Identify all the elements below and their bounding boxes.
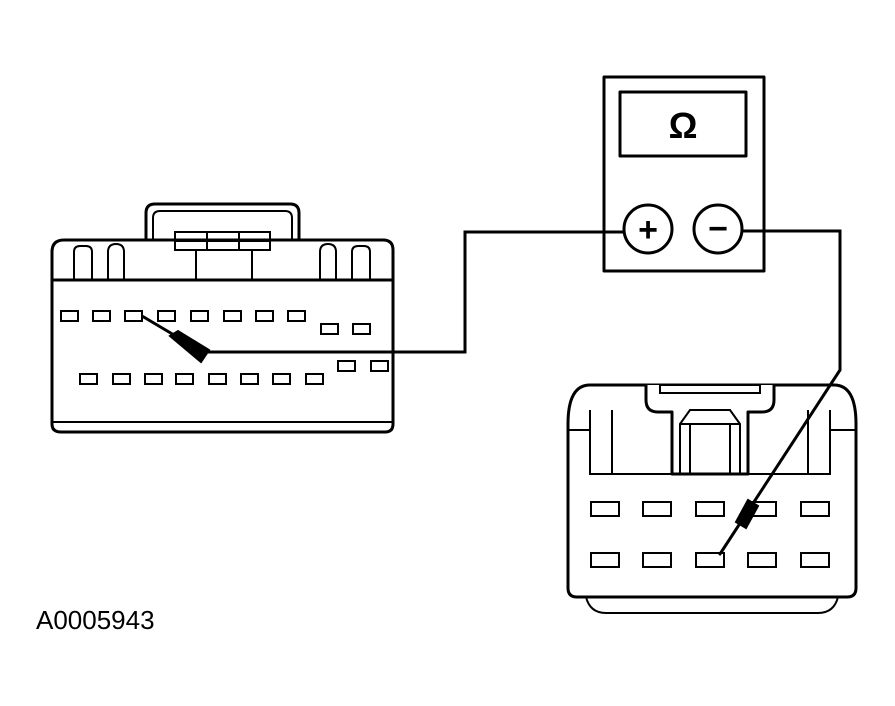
pin — [112, 373, 131, 385]
left-connector-pins-row-1 — [60, 310, 371, 335]
pin — [352, 323, 371, 335]
right-connector-body — [566, 383, 858, 599]
pin — [223, 310, 242, 322]
negative-terminal-label: − — [708, 210, 728, 248]
figure-id: A0005943 — [36, 605, 155, 635]
positive-terminal[interactable] — [622, 203, 674, 255]
negative-test-lead — [718, 229, 842, 556]
pin — [92, 310, 111, 322]
positive-test-lead — [204, 230, 626, 354]
pin — [642, 501, 672, 517]
pin — [305, 373, 324, 385]
ohmmeter: Ω + − — [602, 75, 766, 273]
pin — [79, 373, 98, 385]
left-connector — [50, 202, 395, 434]
left-connector-rib — [107, 242, 125, 280]
pin — [157, 310, 176, 322]
pin — [60, 310, 79, 322]
pin — [255, 310, 274, 322]
pin — [240, 373, 259, 385]
pin — [747, 552, 777, 568]
pin — [590, 552, 620, 568]
left-connector-rib — [319, 242, 337, 280]
pin — [144, 373, 163, 385]
pin — [590, 501, 620, 517]
left-connector-rib — [351, 245, 371, 280]
negative-terminal[interactable] — [692, 203, 744, 255]
left-connector-pins-row-2 — [79, 360, 389, 385]
pin — [370, 360, 389, 372]
pin — [208, 373, 227, 385]
left-connector-rib — [73, 245, 93, 280]
pin — [695, 501, 725, 517]
pin — [320, 323, 339, 335]
ohmmeter-display — [618, 90, 748, 158]
pin — [800, 501, 830, 517]
left-connector-body — [50, 238, 395, 434]
pin — [695, 552, 725, 568]
pin — [175, 373, 194, 385]
pin — [642, 552, 672, 568]
pin — [124, 310, 143, 322]
right-connector-pins-row-2 — [590, 552, 830, 568]
pin — [800, 552, 830, 568]
pin — [272, 373, 291, 385]
ohm-symbol: Ω — [669, 105, 698, 146]
right-connector-latch — [644, 385, 776, 476]
pin — [287, 310, 306, 322]
right-probe — [734, 498, 760, 530]
right-connector — [566, 383, 858, 614]
pin — [337, 360, 356, 372]
positive-terminal-label: + — [638, 211, 658, 249]
left-connector-latch-inner — [152, 210, 293, 272]
pin — [190, 310, 209, 322]
right-connector-bottom-lip — [585, 596, 839, 614]
left-probe — [141, 314, 211, 364]
